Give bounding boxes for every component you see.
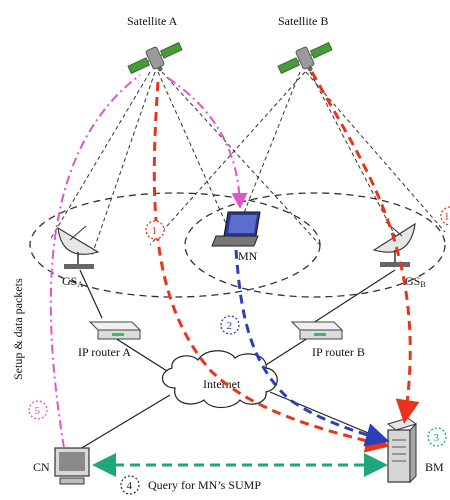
ground-station-a-icon [57, 225, 100, 269]
cn-computer-icon [54, 447, 90, 485]
svg-text:4: 4 [127, 480, 133, 492]
gs-b-label: GSB [405, 274, 426, 289]
ip-router-b-icon [290, 321, 344, 340]
ip-router-a-icon [88, 321, 142, 340]
step-marker-4: 4 [120, 475, 140, 495]
step-marker-3: 3 [427, 427, 447, 447]
satellite-a-icon [127, 42, 183, 74]
ip-router-b-label: IP router B [312, 345, 365, 359]
satellite-b-label: Satellite B [278, 14, 328, 28]
svg-text:5: 5 [35, 405, 41, 417]
flow-1-sat-b-to-bm [310, 71, 420, 424]
internet-cloud [162, 350, 278, 409]
setup-label: Setup & data packets [11, 278, 25, 380]
ip-router-a-label: IP router A [78, 345, 131, 359]
step-marker-2: 2 [220, 315, 240, 335]
bm-server-icon [386, 417, 418, 484]
svg-text:2: 2 [227, 320, 233, 332]
satellite-beams [49, 71, 446, 256]
svg-text:1: 1 [152, 225, 158, 237]
mn-label: MN [238, 249, 258, 263]
flow-5-setup-data [49, 74, 240, 449]
mobile-node-laptop-icon [211, 211, 261, 247]
flow-1-sat-a-to-bm [152, 81, 390, 453]
step-marker-1b: 1 [440, 206, 450, 226]
satellite-a-label: Satellite A [127, 14, 178, 28]
internet-label: Internet [203, 377, 241, 391]
svg-text:3: 3 [434, 432, 440, 444]
ground-station-b-icon [372, 221, 416, 267]
gs-a-label: GSA [62, 274, 83, 289]
coverage-ellipse-b [184, 192, 446, 298]
flow-2-mn-to-bm [234, 249, 390, 447]
query-label: Query for MN’s SUMP [148, 478, 261, 492]
step-marker-5: 5 [28, 400, 48, 420]
bm-label: BM [425, 460, 444, 474]
cn-label: CN [33, 460, 50, 474]
satellite-b-icon [277, 42, 333, 74]
svg-text:1: 1 [444, 211, 450, 223]
step-marker-1a: 1 [145, 220, 165, 240]
